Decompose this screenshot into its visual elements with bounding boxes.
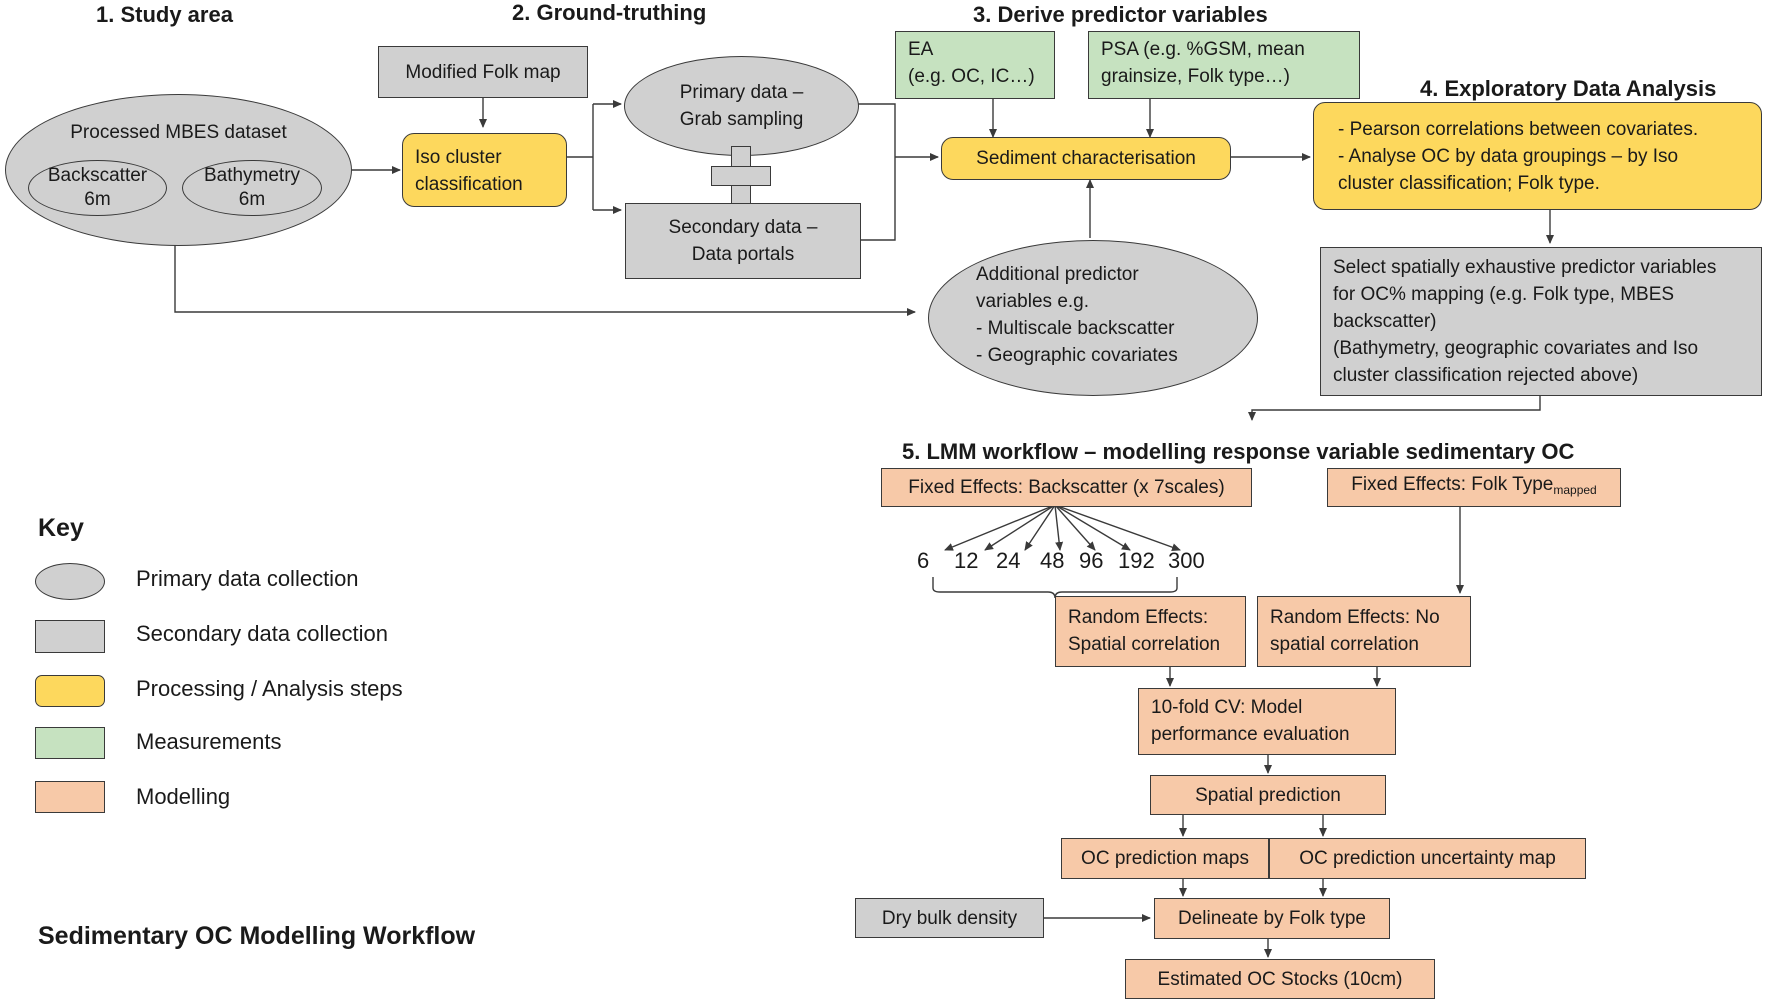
heading-derive-predictors: 3. Derive predictor variables xyxy=(973,2,1268,27)
select-line4: (Bathymetry, geographic covariates and I… xyxy=(1333,338,1699,359)
modified-folk-map-box: Modified Folk map xyxy=(378,46,588,98)
dry-bulk-density-box: Dry bulk density xyxy=(855,898,1044,938)
key-label-processing: Processing / Analysis steps xyxy=(136,676,403,701)
key-gray-rect-swatch xyxy=(35,620,105,653)
key-green-swatch xyxy=(35,727,105,759)
delineate-folk-box: Delineate by Folk type xyxy=(1154,898,1390,939)
eda-line2: - Analyse OC by data groupings – by Iso xyxy=(1338,146,1679,167)
scale-value: 96 xyxy=(1079,548,1104,573)
secondary-data-line1: Secondary data – xyxy=(668,217,818,238)
key-oval-swatch xyxy=(35,563,105,600)
spatial-prediction-box: Spatial prediction xyxy=(1150,775,1386,815)
backscatter-resolution: 6m xyxy=(84,189,111,210)
eda-line3: cluster classification; Folk type. xyxy=(1338,173,1600,194)
heading-ground-truthing: 2. Ground-truthing xyxy=(512,0,707,25)
additional-predictors-oval: Additional predictor variables e.g. - Mu… xyxy=(928,240,1258,396)
additional-line1: Additional predictor xyxy=(976,264,1139,285)
select-predictors-box: Select spatially exhaustive predictor va… xyxy=(1320,247,1762,396)
fixed-effects-folk-label: Fixed Effects: Folk Typemapped xyxy=(1351,471,1596,504)
scale-value: 6 xyxy=(917,548,930,573)
psa-line1: PSA (e.g. %GSM, mean xyxy=(1101,39,1305,60)
random-spatial-line2: Spatial correlation xyxy=(1068,634,1221,655)
primary-data-oval: Primary data – Grab sampling xyxy=(624,56,859,156)
eda-line1: - Pearson correlations between covariate… xyxy=(1338,119,1699,140)
fixed-effects-backscatter-box: Fixed Effects: Backscatter (x 7scales) xyxy=(881,468,1252,507)
secondary-data-box: Secondary data – Data portals xyxy=(625,203,861,279)
scale-value: 300 xyxy=(1168,548,1205,573)
additional-line2: variables e.g. xyxy=(976,291,1090,312)
secondary-data-line2: Data portals xyxy=(691,244,795,265)
scale-value: 12 xyxy=(954,548,979,573)
random-effects-spatial-box: Random Effects: Spatial correlation xyxy=(1055,596,1246,667)
backscatter-label: Backscatter xyxy=(47,165,148,186)
dry-bulk-density-label: Dry bulk density xyxy=(881,907,1018,929)
oc-prediction-maps-box: OC prediction maps xyxy=(1061,838,1269,879)
select-line3: backscatter) xyxy=(1333,311,1437,332)
oc-uncertainty-map-label: OC prediction uncertainty map xyxy=(1299,848,1556,869)
cv-line2: performance evaluation xyxy=(1151,724,1350,745)
random-nospatial-line2: spatial correlation xyxy=(1270,634,1419,655)
random-effects-nospatial-box: Random Effects: No spatial correlation xyxy=(1257,596,1471,667)
select-line5: cluster classification rejected above) xyxy=(1333,365,1639,386)
fixed-effects-backscatter-label: Fixed Effects: Backscatter (x 7scales) xyxy=(908,477,1225,498)
scale-value: 48 xyxy=(1040,548,1065,573)
footer-title: Sedimentary OC Modelling Workflow xyxy=(38,922,476,950)
sediment-characterisation-label: Sediment characterisation xyxy=(976,148,1196,169)
oc-uncertainty-map-box: OC prediction uncertainty map xyxy=(1269,838,1586,879)
heading-lmm: 5. LMM workflow – modelling response var… xyxy=(902,439,1575,464)
fixed-effects-folk-box: Fixed Effects: Folk Typemapped xyxy=(1327,468,1621,507)
primary-data-line1: Primary data – xyxy=(679,82,804,103)
additional-predictors-text: Additional predictor variables e.g. - Mu… xyxy=(976,261,1178,369)
fixed-effects-folk-text: Fixed Effects: Folk Type xyxy=(1351,474,1554,495)
bathymetry-resolution: 6m xyxy=(238,189,266,210)
random-spatial-line1: Random Effects: xyxy=(1068,607,1209,628)
oc-prediction-maps-label: OC prediction maps xyxy=(1081,848,1249,869)
additional-item2: - Geographic covariates xyxy=(976,345,1178,366)
iso-cluster-box: Iso cluster classification xyxy=(402,133,567,207)
key-title: Key xyxy=(38,514,84,542)
spatial-prediction-label: Spatial prediction xyxy=(1195,784,1341,806)
plus-icon xyxy=(711,146,771,206)
heading-study-area: 1. Study area xyxy=(96,2,233,27)
random-nospatial-line1: Random Effects: No xyxy=(1270,607,1440,628)
backscatter-oval: Backscatter 6m xyxy=(28,160,167,216)
psa-box: PSA (e.g. %GSM, mean grainsize, Folk typ… xyxy=(1088,31,1360,99)
select-line1: Select spatially exhaustive predictor va… xyxy=(1333,257,1717,278)
modified-folk-map-label: Modified Folk map xyxy=(405,61,561,83)
fixed-effects-folk-subscript: mapped xyxy=(1553,483,1597,497)
select-line2: for OC% mapping (e.g. Folk type, MBES xyxy=(1333,284,1675,305)
key-pink-swatch xyxy=(35,781,105,813)
additional-item1: - Multiscale backscatter xyxy=(976,318,1175,339)
key-label-measurements: Measurements xyxy=(136,729,282,754)
sediment-characterisation-box: Sediment characterisation xyxy=(941,137,1231,180)
cv-line1: 10-fold CV: Model xyxy=(1151,697,1303,718)
eda-box: - Pearson correlations between covariate… xyxy=(1313,102,1762,210)
ea-line2: (e.g. OC, IC…) xyxy=(908,66,1035,87)
key-yellow-swatch xyxy=(35,675,105,707)
iso-cluster-line1: Iso cluster xyxy=(415,147,502,168)
cv-box: 10-fold CV: Model performance evaluation xyxy=(1138,688,1396,755)
key-label-primary: Primary data collection xyxy=(136,566,359,591)
bathymetry-oval: Bathymetry 6m xyxy=(182,160,322,216)
psa-line2: grainsize, Folk type…) xyxy=(1101,66,1291,87)
primary-data-line2: Grab sampling xyxy=(679,109,804,130)
bathymetry-label: Bathymetry xyxy=(203,165,301,186)
scale-value: 192 xyxy=(1118,548,1155,573)
processed-mbes-label: Processed MBES dataset xyxy=(70,122,287,143)
key-label-modelling: Modelling xyxy=(136,784,231,809)
heading-eda: 4. Exploratory Data Analysis xyxy=(1420,76,1717,101)
ea-line1: EA xyxy=(908,39,934,60)
iso-cluster-line2: classification xyxy=(415,174,523,195)
estimated-oc-stocks-label: Estimated OC Stocks (10cm) xyxy=(1157,968,1403,990)
estimated-oc-stocks-box: Estimated OC Stocks (10cm) xyxy=(1125,959,1435,999)
ea-box: EA (e.g. OC, IC…) xyxy=(895,31,1055,99)
delineate-folk-label: Delineate by Folk type xyxy=(1178,908,1366,929)
scale-value: 24 xyxy=(996,548,1021,573)
key-label-secondary: Secondary data collection xyxy=(136,621,388,646)
